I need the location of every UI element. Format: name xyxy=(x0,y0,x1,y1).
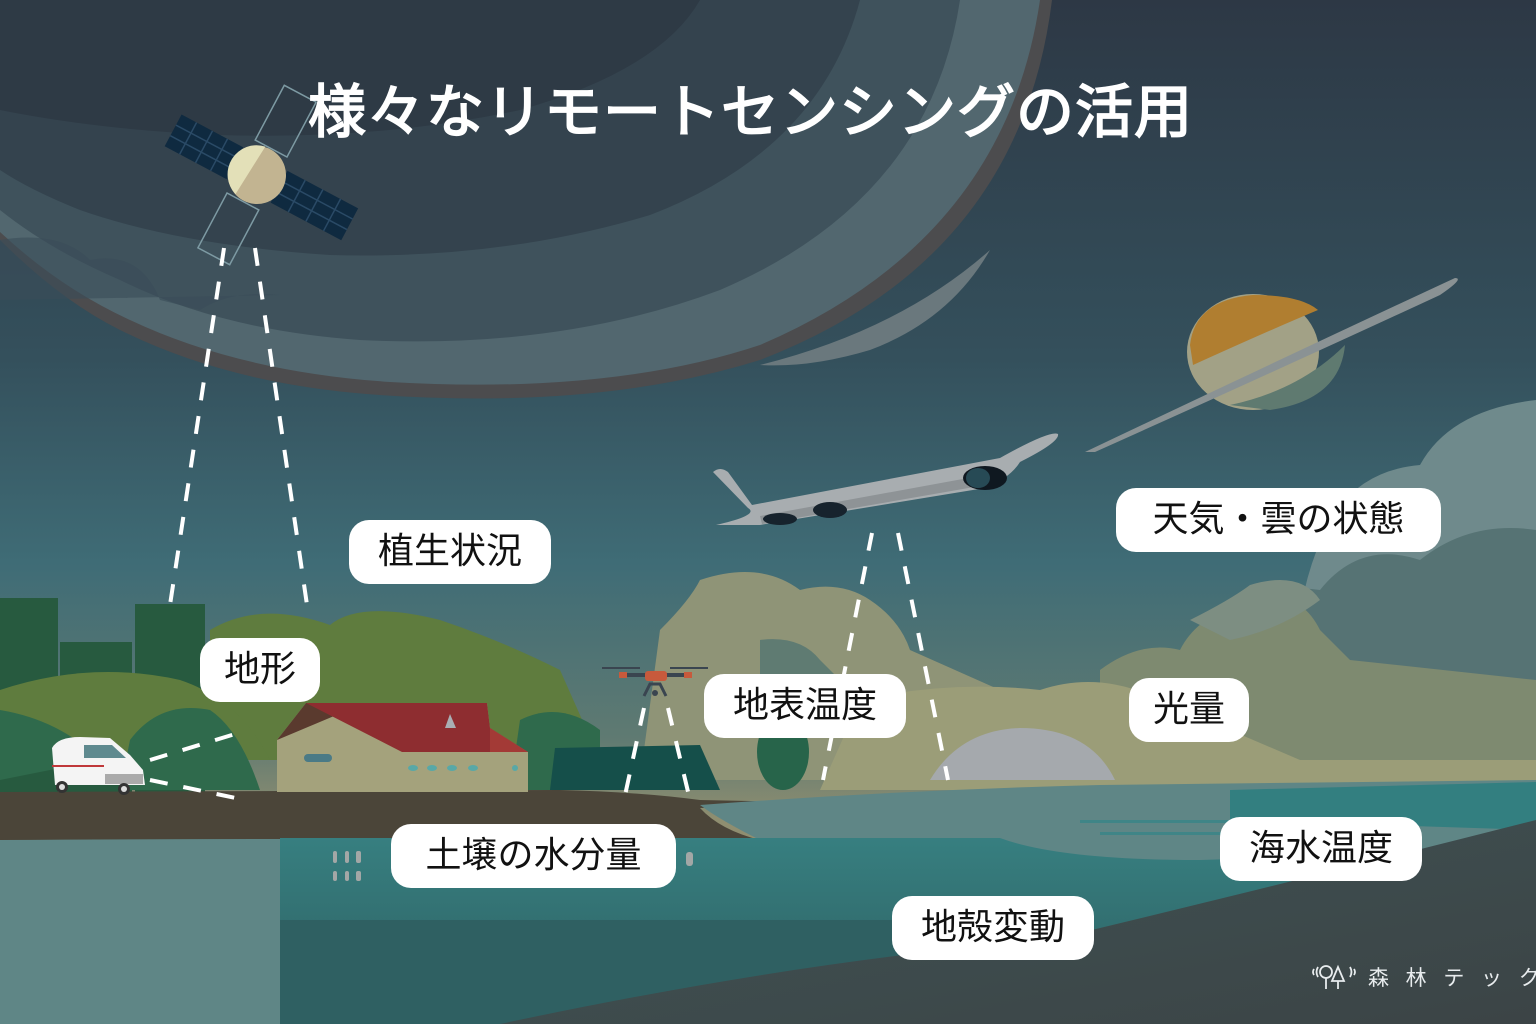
label-crustal-movement: 地殻変動 xyxy=(892,896,1094,960)
brand-name: 森 林 テ ッ ク xyxy=(1368,966,1536,990)
label-terrain: 地形 xyxy=(200,638,320,702)
van xyxy=(52,737,145,795)
drone xyxy=(602,667,708,697)
satellite xyxy=(164,84,359,266)
label-surface-temperature: 地表温度 xyxy=(704,674,906,738)
sensing-beams xyxy=(149,247,950,802)
forest-tree-signal-icon xyxy=(1310,963,1362,991)
label-weather-clouds: 天気・雲の状態 xyxy=(1116,488,1441,552)
label-light-amount: 光量 xyxy=(1129,678,1249,742)
planet-arc xyxy=(0,0,1052,399)
ringed-planet xyxy=(1085,278,1458,452)
label-sea-temperature: 海水温度 xyxy=(1220,817,1422,881)
page-title: 様々なリモートセンシングの活用 xyxy=(308,78,1194,146)
airplane xyxy=(713,433,1059,525)
ground xyxy=(0,790,950,840)
sun-dome xyxy=(930,728,1115,780)
brand-logo: 森 林 テ ッ ク xyxy=(1310,962,1536,992)
label-vegetation: 植生状況 xyxy=(349,520,551,584)
label-soil-moisture: 土壌の水分量 xyxy=(391,824,676,888)
house xyxy=(277,703,528,792)
